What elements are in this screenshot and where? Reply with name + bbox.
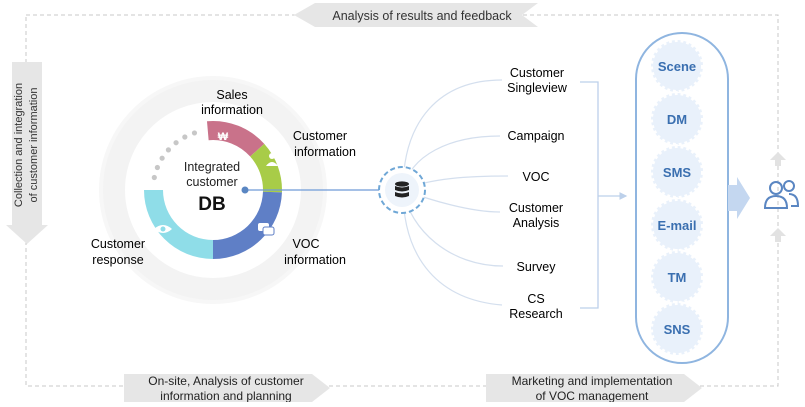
channel-sns: SNS (664, 322, 691, 337)
ring-segment-sales (206, 121, 265, 157)
eye-icon (154, 225, 172, 233)
dotted-arc-dot (154, 164, 160, 171)
activities-bracket (580, 81, 628, 309)
person-plus-icon: + (266, 153, 286, 166)
up-arrow-top (770, 152, 786, 166)
dotted-arc-dot (191, 130, 198, 136)
users-icon (763, 180, 800, 209)
activity-voc: VOC (522, 170, 549, 184)
response-label-line1: Customer (91, 237, 145, 251)
customer-info-label-line2: information (294, 145, 356, 159)
capsule-to-users-arrow (728, 177, 750, 219)
activity-campaign: Campaign (508, 129, 565, 143)
bottom-right-line1: Marketing and implementation (512, 374, 673, 388)
channel-list (649, 38, 705, 357)
svg-text:+: + (281, 155, 286, 164)
channel-circle-email (649, 197, 705, 253)
channel-circle-dm (649, 91, 705, 147)
chat-bubble-icon (258, 223, 275, 236)
up-arrow-bottom (770, 228, 786, 242)
bottom-left-line1: On-site, Analysis of customer (148, 374, 303, 388)
ring-segment-voc (213, 191, 282, 259)
dotted-arc-dot (173, 140, 179, 146)
activity-singleview-line1: Customer (510, 66, 564, 80)
ring-segment-response (144, 190, 213, 259)
channel-dm: DM (667, 112, 687, 127)
database-hub (378, 166, 426, 214)
dotted-arc (151, 130, 198, 181)
activity-cs-line2: Research (509, 307, 563, 321)
dotted-arc-dot (182, 134, 188, 140)
center-line1: Integrated (184, 160, 240, 174)
customer-info-label-line1: Customer (293, 129, 347, 143)
ring-segment-customer-info (250, 143, 282, 193)
dotted-arc-dot (159, 155, 165, 161)
bottom-right-line2: of VOC management (536, 389, 649, 402)
activity-survey: Survey (517, 260, 557, 274)
channel-scene: Scene (658, 59, 696, 74)
channel-circle-sms (649, 144, 705, 200)
bottom-left-line2: information and planning (160, 389, 291, 402)
channel-circle-sns (649, 301, 705, 357)
activity-cs-line1: CS (527, 292, 544, 306)
left-collection-banner: Collection and integration of customer i… (6, 62, 48, 244)
channel-email: E-mail (657, 218, 696, 233)
voc-label-line2: information (284, 253, 346, 267)
activity-analysis-line2: Analysis (513, 216, 560, 230)
activity-analysis-line1: Customer (509, 201, 563, 215)
bottom-right-banner: Marketing and implementation of VOC mana… (486, 374, 702, 403)
response-label-line2: response (92, 253, 143, 267)
sales-label-line2: information (201, 103, 263, 117)
dotted-arc-dot (151, 174, 157, 181)
won-icon: ₩ (218, 131, 229, 143)
activity-singleview-line2: Singleview (507, 81, 568, 95)
channel-sms: SMS (663, 165, 692, 180)
left-banner-line1: Collection and integration (13, 83, 25, 207)
dotted-arc-dot (165, 147, 172, 153)
channel-circle-scene (649, 38, 705, 94)
bottom-left-banner: On-site, Analysis of customer informatio… (124, 374, 330, 403)
connector-dot (241, 186, 249, 194)
sales-label-line1: Sales (216, 88, 247, 102)
top-banner-label: Analysis of results and feedback (332, 9, 512, 23)
top-feedback-banner: Analysis of results and feedback (294, 3, 538, 27)
channel-circle-tm (649, 249, 705, 305)
channel-tm: TM (668, 270, 687, 285)
database-icon (395, 181, 409, 198)
voc-label-line1: VOC (292, 237, 319, 251)
svg-text:₩: ₩ (218, 131, 229, 143)
left-banner-line2: of customer information (28, 88, 40, 203)
center-line2: customer (186, 175, 237, 189)
center-db-label: DB (198, 194, 225, 215)
